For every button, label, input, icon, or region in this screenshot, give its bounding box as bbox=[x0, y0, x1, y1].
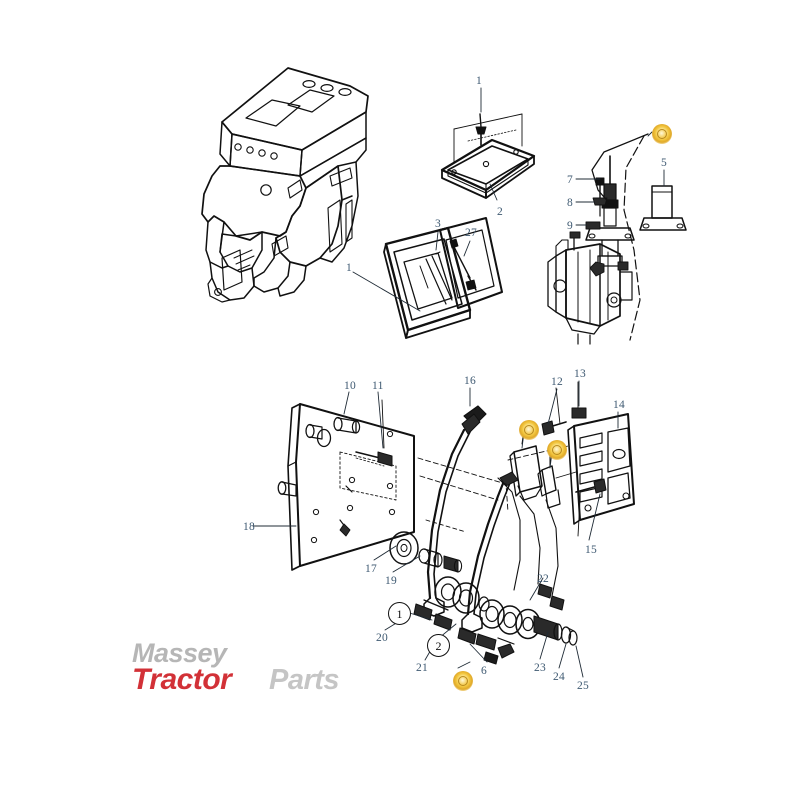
callout-18-plate: 18 bbox=[243, 521, 256, 533]
highlight-marker-linkage[interactable] bbox=[453, 671, 473, 691]
callout-16-knob: 16 bbox=[464, 375, 477, 387]
watermark-parts: Parts bbox=[269, 664, 340, 696]
highlight-dot-icon bbox=[458, 675, 468, 686]
selector-levers-linkage bbox=[389, 405, 578, 665]
callout-10-spacer: 10 bbox=[344, 380, 357, 392]
callout-21-pin: 21 bbox=[416, 662, 429, 674]
highlight-dot-icon bbox=[524, 424, 534, 435]
callout-1-top: 1 bbox=[476, 75, 483, 87]
callout-23-shaft: 23 bbox=[534, 662, 547, 674]
highlight-marker-switch-left[interactable] bbox=[519, 420, 539, 440]
callout-24-bush: 24 bbox=[553, 671, 566, 683]
watermark-tractor: Tractor bbox=[132, 663, 232, 696]
hydraulic-valve-block bbox=[547, 133, 687, 345]
callout-14-gate: 14 bbox=[613, 399, 626, 411]
callout-17-washer: 17 bbox=[365, 563, 378, 575]
highlight-marker-switch-right[interactable] bbox=[547, 440, 567, 460]
mounting-plate-part-18 bbox=[277, 399, 415, 571]
callout-25-washer: 25 bbox=[577, 680, 590, 692]
callout-15-bolt: 15 bbox=[585, 544, 598, 556]
console-gasket-part-2 bbox=[440, 113, 536, 199]
circled-ref-2: 2 bbox=[427, 634, 450, 657]
watermark: Massey Tractor Parts bbox=[132, 640, 392, 702]
callout-3-panel: 3 bbox=[435, 218, 442, 230]
console-housing-illustration bbox=[201, 67, 369, 303]
callout-8-fitting: 8 bbox=[567, 197, 574, 209]
callout-22-washer: 22 bbox=[537, 573, 550, 585]
callout-2-gasket: 2 bbox=[497, 206, 504, 218]
callout-19-bush: 19 bbox=[385, 575, 398, 587]
gate-plate-part-14 bbox=[541, 381, 635, 537]
callout-6-link: 6 bbox=[481, 665, 488, 677]
watermark-massey: Massey bbox=[132, 638, 227, 668]
callout-13-nut: 13 bbox=[574, 368, 587, 380]
highlight-marker-solenoid[interactable] bbox=[652, 124, 672, 144]
callout-5-solenoid: 5 bbox=[661, 157, 668, 169]
console-panel-assembly bbox=[383, 217, 503, 339]
callout-7-fitting: 7 bbox=[567, 174, 574, 186]
callout-1-panel-screw: 1 bbox=[346, 262, 353, 274]
callout-27-plate: 27 bbox=[465, 227, 478, 239]
highlight-dot-icon bbox=[657, 128, 667, 139]
highlight-dot-icon bbox=[552, 444, 562, 455]
callout-12-bolt: 12 bbox=[551, 376, 564, 388]
circled-ref-1: 1 bbox=[388, 602, 411, 625]
callout-20-pin: 20 bbox=[376, 632, 389, 644]
callout-9-fitting: 9 bbox=[567, 220, 574, 232]
callout-11-bolt: 11 bbox=[372, 380, 384, 392]
